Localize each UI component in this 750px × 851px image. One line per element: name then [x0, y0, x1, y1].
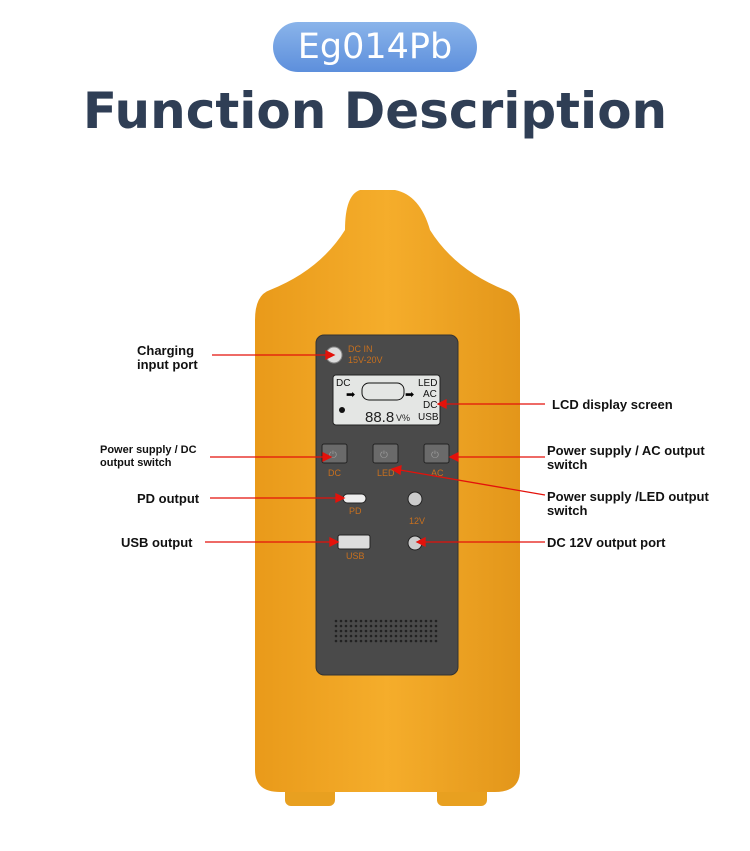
dot-icon	[339, 407, 345, 413]
lcd-usb: USB	[418, 412, 439, 423]
lcd-digits: 88.8	[365, 409, 394, 426]
page-title: Function Description	[82, 82, 668, 140]
lcd-ac: AC	[423, 389, 437, 400]
usb-label: USB	[346, 551, 365, 561]
dc-in-label: DC IN	[348, 344, 373, 354]
callout-ac-switch: Power supply / AC output switch	[547, 443, 705, 472]
pd-label: PD	[349, 506, 362, 516]
svg-text:⏻: ⏻	[431, 450, 439, 461]
dc-switch-label: DC	[328, 468, 341, 478]
callout-led-switch: Power supply /LED output switch	[547, 489, 709, 518]
battery-icon	[361, 382, 405, 401]
pd-port	[342, 493, 367, 504]
callout-usb-output: USB output	[121, 535, 193, 550]
svg-text:⏻: ⏻	[329, 450, 337, 461]
model-badge: Eg014Pb	[273, 22, 477, 72]
led-switch-label: LED	[377, 468, 395, 478]
dc-in-range: 15V-20V	[348, 355, 383, 365]
usb-port	[337, 534, 371, 550]
arrow-icon: ➡	[405, 389, 414, 401]
lcd-unit: V%	[396, 413, 410, 423]
v12-label: 12V	[409, 516, 425, 526]
svg-text:⏻: ⏻	[380, 450, 388, 461]
dc12-port-top	[407, 491, 423, 507]
ac-switch-label: AC	[431, 468, 444, 478]
led-switch[interactable]: ⏻	[372, 443, 399, 464]
lcd-dc-out: DC	[423, 400, 437, 411]
callout-pd-output: PD output	[137, 491, 200, 506]
speaker-holes	[334, 619, 438, 643]
callout-charging-input: Charging input port	[137, 343, 198, 372]
callout-arrows	[205, 349, 546, 548]
lcd-led: LED	[418, 378, 437, 389]
callout-lcd: LCD display screen	[552, 397, 673, 412]
arrow-icon: ➡	[346, 389, 355, 401]
lcd-dc: DC	[336, 378, 350, 389]
ac-switch[interactable]: ⏻	[423, 443, 450, 464]
callout-dc12-port: DC 12V output port	[547, 535, 666, 550]
callout-dc-switch: Power supply / DC output switch	[100, 444, 197, 469]
